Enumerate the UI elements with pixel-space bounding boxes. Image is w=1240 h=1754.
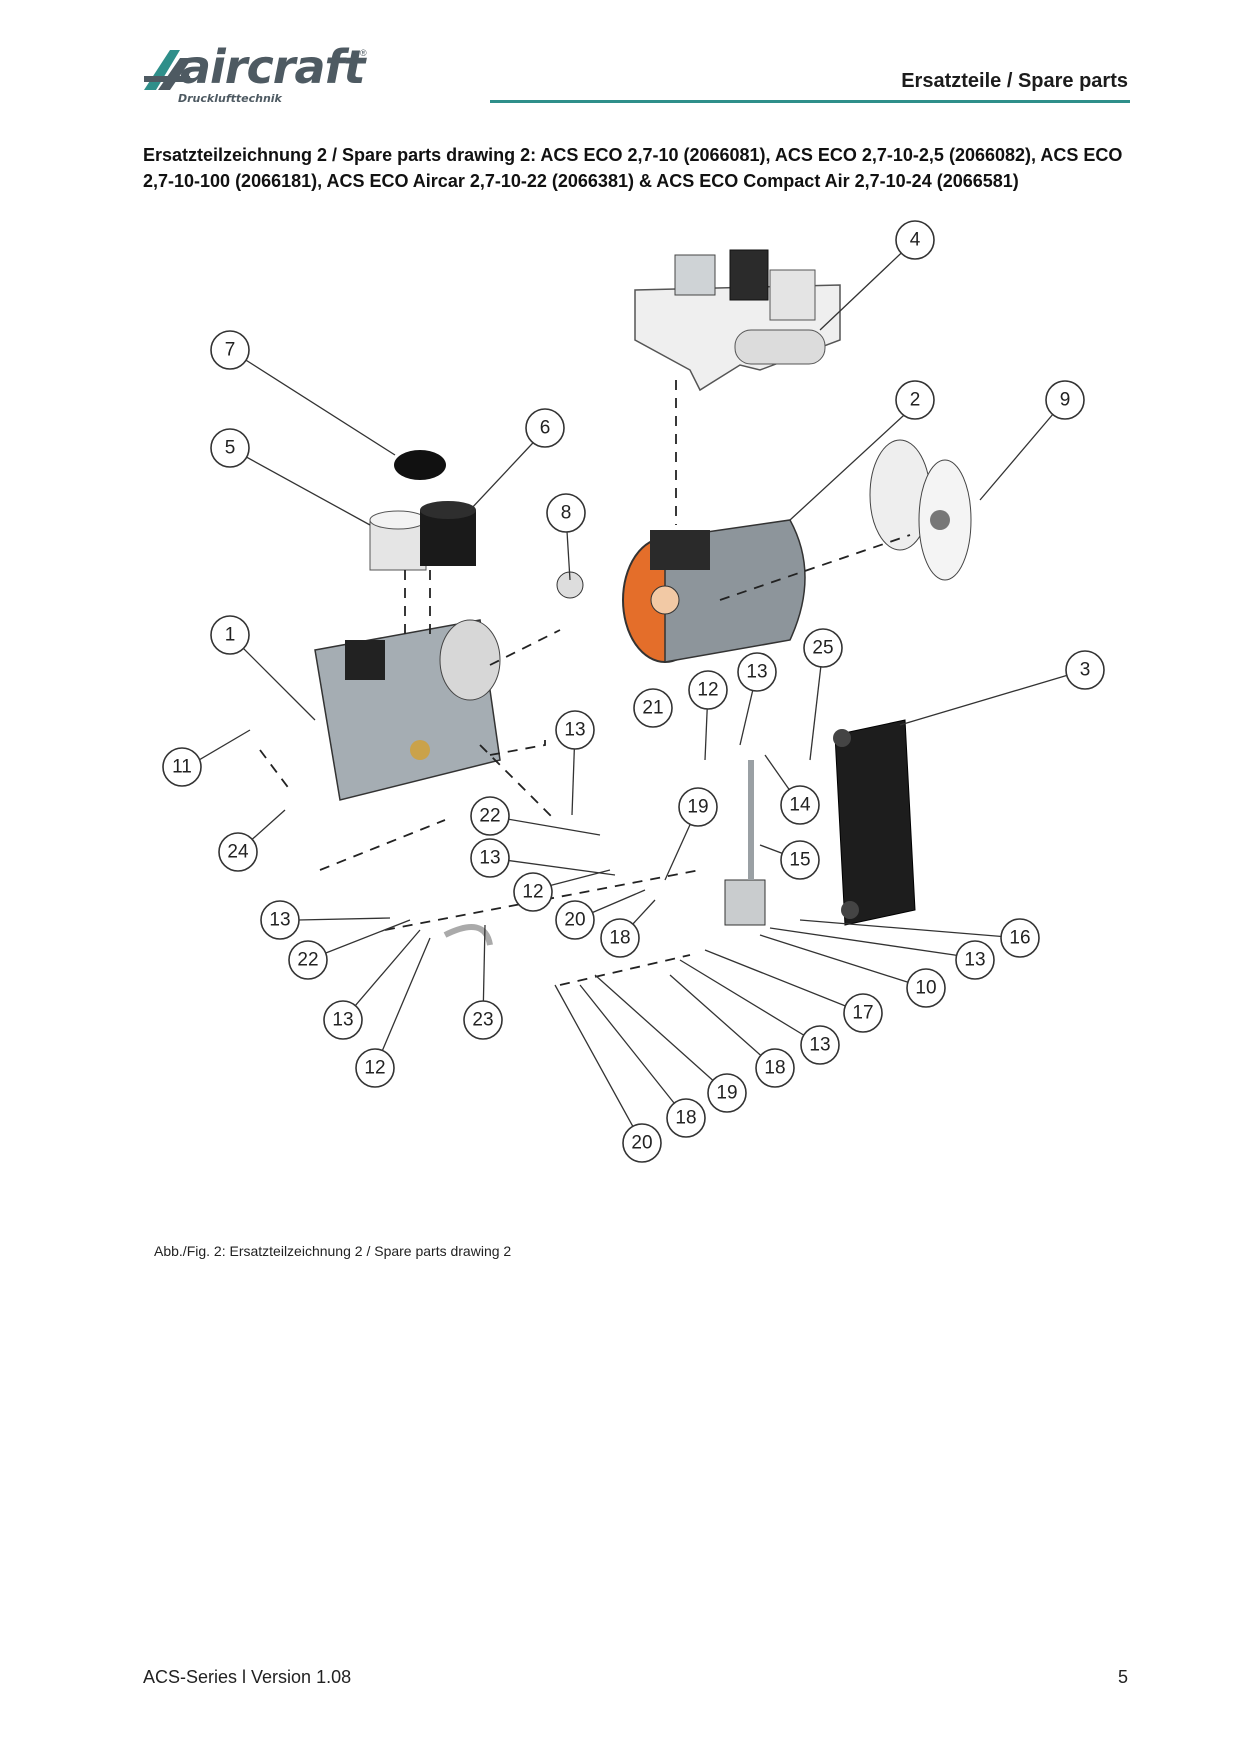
callout-13: 13 bbox=[260, 900, 300, 940]
callout-21: 21 bbox=[633, 688, 673, 728]
callout-13: 13 bbox=[470, 838, 510, 878]
callout-18: 18 bbox=[600, 918, 640, 958]
callout-19: 19 bbox=[707, 1073, 747, 1113]
callout-2: 2 bbox=[895, 380, 935, 420]
callout-13: 13 bbox=[800, 1025, 840, 1065]
footer-series: ACS-Series l Version 1.08 bbox=[143, 1667, 352, 1687]
callout-6: 6 bbox=[525, 408, 565, 448]
svg-text:3: 3 bbox=[1080, 660, 1091, 681]
callout-18: 18 bbox=[755, 1048, 795, 1088]
svg-text:22: 22 bbox=[479, 806, 500, 827]
svg-text:13: 13 bbox=[564, 720, 585, 741]
callout-13: 13 bbox=[737, 652, 777, 692]
svg-text:19: 19 bbox=[687, 797, 708, 818]
svg-text:12: 12 bbox=[364, 1058, 385, 1079]
svg-text:23: 23 bbox=[472, 1010, 493, 1031]
callout-3: 3 bbox=[1065, 650, 1105, 690]
logo-wordmark: aircraft bbox=[180, 40, 365, 94]
callout-11: 11 bbox=[162, 747, 202, 787]
callout-22: 22 bbox=[288, 940, 328, 980]
drawing-heading: Ersatzteilzeichnung 2 / Spare parts draw… bbox=[143, 145, 1123, 191]
svg-text:7: 7 bbox=[225, 340, 236, 361]
fan-part bbox=[869, 439, 972, 581]
svg-text:24: 24 bbox=[227, 842, 249, 863]
control-unit-part bbox=[634, 249, 841, 392]
svg-text:13: 13 bbox=[746, 662, 767, 683]
section-title: Ersatzteile / Spare parts bbox=[901, 70, 1128, 92]
svg-text:22: 22 bbox=[297, 950, 318, 971]
callout-13: 13 bbox=[955, 940, 995, 980]
svg-text:9: 9 bbox=[1060, 390, 1071, 411]
svg-text:8: 8 bbox=[561, 503, 572, 524]
svg-text:1: 1 bbox=[225, 625, 236, 646]
svg-text:4: 4 bbox=[910, 230, 921, 251]
callout-12: 12 bbox=[513, 872, 553, 912]
svg-text:13: 13 bbox=[269, 910, 290, 931]
svg-text:20: 20 bbox=[564, 910, 585, 931]
callout-9: 9 bbox=[1045, 380, 1085, 420]
svg-text:19: 19 bbox=[716, 1083, 737, 1104]
callout-13: 13 bbox=[555, 710, 595, 750]
callout-23: 23 bbox=[463, 1000, 503, 1040]
callout-24: 24 bbox=[218, 832, 258, 872]
svg-text:20: 20 bbox=[631, 1133, 652, 1154]
svg-text:6: 6 bbox=[540, 418, 551, 439]
callout-10: 10 bbox=[906, 968, 946, 1008]
callout-25: 25 bbox=[803, 628, 843, 668]
logo-mark-icon bbox=[144, 50, 192, 90]
page-number: 5 bbox=[1117, 1667, 1128, 1687]
svg-text:25: 25 bbox=[812, 638, 833, 659]
aircraft-logo: aircraft ® Drucklufttechnik bbox=[140, 40, 380, 108]
svg-text:12: 12 bbox=[697, 680, 718, 701]
callout-20: 20 bbox=[555, 900, 595, 940]
callout-13: 13 bbox=[323, 1000, 363, 1040]
svg-text:12: 12 bbox=[522, 882, 543, 903]
callout-8: 8 bbox=[546, 493, 586, 533]
svg-text:21: 21 bbox=[642, 698, 663, 719]
motor-part bbox=[622, 519, 806, 663]
callout-16: 16 bbox=[1000, 918, 1040, 958]
svg-text:13: 13 bbox=[332, 1010, 353, 1031]
svg-text:16: 16 bbox=[1009, 928, 1030, 949]
svg-text:18: 18 bbox=[764, 1058, 785, 1079]
svg-text:17: 17 bbox=[852, 1003, 873, 1024]
valve-and-pipe-part bbox=[443, 571, 766, 946]
callout-1: 1 bbox=[210, 615, 250, 655]
callout-7: 7 bbox=[210, 330, 250, 370]
filters-part bbox=[369, 450, 476, 571]
svg-text:13: 13 bbox=[809, 1035, 830, 1056]
svg-text:18: 18 bbox=[609, 928, 630, 949]
logo-registered-mark: ® bbox=[360, 48, 367, 58]
callout-15: 15 bbox=[780, 840, 820, 880]
svg-text:5: 5 bbox=[225, 438, 236, 459]
svg-text:15: 15 bbox=[789, 850, 810, 871]
callout-19: 19 bbox=[678, 787, 718, 827]
svg-text:18: 18 bbox=[675, 1108, 696, 1129]
svg-text:2: 2 bbox=[910, 390, 921, 411]
header-divider bbox=[490, 100, 1130, 103]
logo-subtitle: Drucklufttechnik bbox=[178, 92, 282, 105]
callout-12: 12 bbox=[355, 1048, 395, 1088]
callout-4: 4 bbox=[895, 220, 935, 260]
callout-18: 18 bbox=[666, 1098, 706, 1138]
svg-text:14: 14 bbox=[789, 795, 811, 816]
svg-text:11: 11 bbox=[172, 757, 192, 778]
svg-text:13: 13 bbox=[964, 950, 985, 971]
callout-20: 20 bbox=[622, 1123, 662, 1163]
callout-17: 17 bbox=[843, 993, 883, 1033]
compressor-block-part bbox=[314, 619, 501, 801]
figure-caption: Abb./Fig. 2: Ersatzteilzeichnung 2 / Spa… bbox=[154, 1243, 512, 1259]
svg-text:13: 13 bbox=[479, 848, 500, 869]
cooler-part bbox=[833, 719, 916, 926]
callout-14: 14 bbox=[780, 785, 820, 825]
callout-12: 12 bbox=[688, 670, 728, 710]
callout-5: 5 bbox=[210, 428, 250, 468]
callout-22: 22 bbox=[470, 796, 510, 836]
svg-text:10: 10 bbox=[915, 978, 936, 999]
